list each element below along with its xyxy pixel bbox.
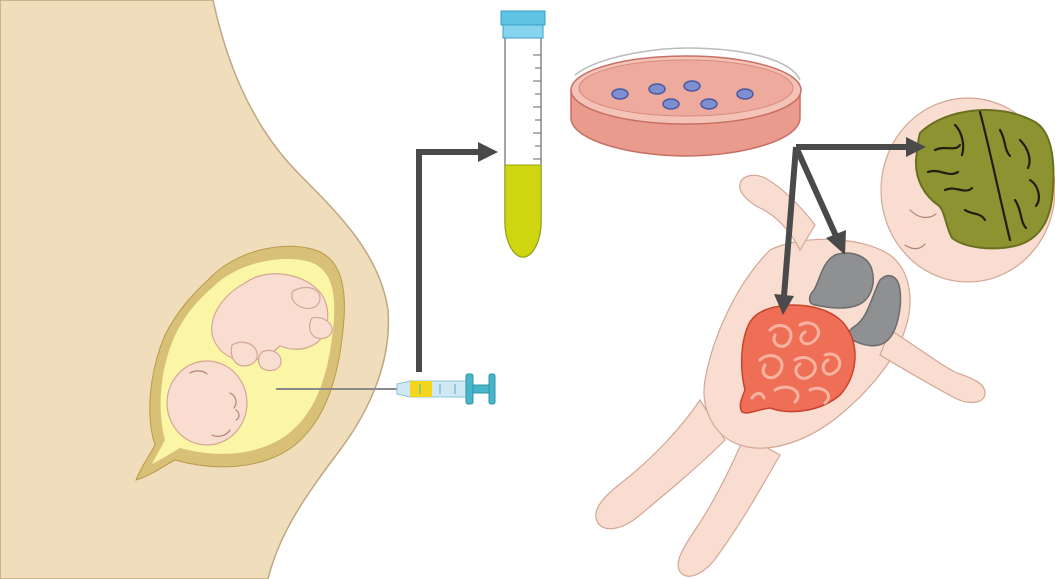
intestine-icon <box>740 305 855 413</box>
test-tube-icon <box>501 11 545 257</box>
petri-dish-icon <box>571 48 801 156</box>
arrow-syringe-to-tube <box>419 142 498 372</box>
